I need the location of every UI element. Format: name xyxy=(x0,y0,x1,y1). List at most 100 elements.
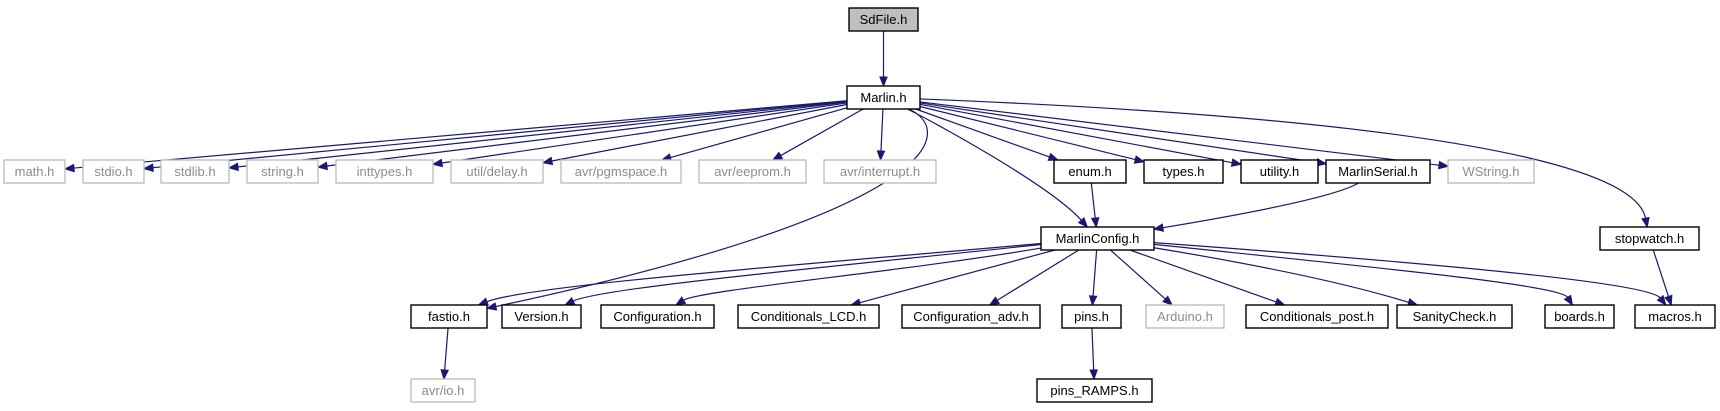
node-label: util/delay.h xyxy=(466,164,527,179)
edge-marlin-to-interrupt xyxy=(876,108,886,162)
edge-line xyxy=(996,249,1080,301)
node-label: pins.h xyxy=(1074,309,1109,324)
node-label: Marlin.h xyxy=(860,90,906,105)
edge-line xyxy=(444,327,449,371)
node-label: stdio.h xyxy=(94,164,132,179)
node-box xyxy=(600,304,715,329)
node-label: string.h xyxy=(261,164,304,179)
edge-pins-to-pins_ramps xyxy=(1089,327,1098,381)
edge-marlin-to-enum xyxy=(915,108,1060,161)
node-stopwatch[interactable]: stopwatch.h xyxy=(1599,226,1700,251)
arrowhead-icon xyxy=(1133,155,1146,164)
node-cond_lcd[interactable]: Conditionals_LCD.h xyxy=(737,304,880,329)
arrowhead-icon xyxy=(1656,294,1667,307)
edge-marlin-to-string xyxy=(316,101,848,171)
node-box xyxy=(1599,226,1700,251)
edge-line xyxy=(495,108,929,308)
node-box xyxy=(737,304,880,329)
node-configuration[interactable]: Configuration.h xyxy=(600,304,715,329)
edge-marlinconfig-to-version xyxy=(563,243,1042,306)
node-sdfile[interactable]: SdFile.h xyxy=(848,7,919,32)
edge-fastio-to-avrio xyxy=(440,327,450,381)
edge-marlinconfig-to-arduino xyxy=(1110,249,1174,306)
node-box xyxy=(823,159,937,184)
node-string: string.h xyxy=(246,159,319,184)
node-box xyxy=(1040,226,1155,251)
node-label: enum.h xyxy=(1068,164,1111,179)
arrowhead-icon xyxy=(1047,152,1060,161)
node-label: avr/pgmspace.h xyxy=(575,164,668,179)
node-label: Configuration.h xyxy=(613,309,701,324)
node-version[interactable]: Version.h xyxy=(501,304,582,329)
node-label: stopwatch.h xyxy=(1615,231,1684,246)
edge-line xyxy=(73,100,848,169)
edge-line xyxy=(1110,249,1166,300)
arrowhead-icon xyxy=(1090,217,1100,229)
edge-line xyxy=(919,102,1318,163)
node-label: boards.h xyxy=(1554,309,1605,324)
node-box xyxy=(335,159,434,184)
node-cond_post[interactable]: Conditionals_post.h xyxy=(1245,304,1389,329)
arrowhead-icon xyxy=(477,297,489,306)
edge-marlinconfig-to-boards xyxy=(1153,243,1574,307)
node-box xyxy=(1325,159,1431,184)
node-label: inttypes.h xyxy=(357,164,413,179)
node-marlinconfig[interactable]: MarlinConfig.h xyxy=(1040,226,1155,251)
edge-marlinserial-to-marlinconfig xyxy=(1152,182,1359,232)
arrowhead-icon xyxy=(63,163,75,173)
node-label: Arduino.h xyxy=(1157,309,1213,324)
arrowhead-icon xyxy=(1563,294,1574,307)
node-label: MarlinSerial.h xyxy=(1338,164,1417,179)
edge-line xyxy=(1153,242,1661,299)
node-marlin[interactable]: Marlin.h xyxy=(846,85,921,110)
edge-marlinconfig-to-config_adv xyxy=(988,249,1080,306)
edge-marlin-to-types xyxy=(919,105,1146,164)
edge-stopwatch-to-macros xyxy=(1652,249,1673,307)
node-macros[interactable]: macros.h xyxy=(1634,304,1716,329)
node-box xyxy=(82,159,145,184)
edge-line xyxy=(441,102,848,164)
node-box xyxy=(901,304,1041,329)
edge-sdfile-to-marlin xyxy=(879,31,888,88)
node-label: pins_RAMPS.h xyxy=(1050,383,1138,398)
node-pins[interactable]: pins.h xyxy=(1061,304,1122,329)
node-eeprom: avr/eeprom.h xyxy=(698,159,807,184)
node-box xyxy=(1396,304,1513,329)
arrowhead-icon xyxy=(1664,294,1673,307)
edge-marlinconfig-to-pins xyxy=(1088,249,1098,307)
node-utility[interactable]: utility.h xyxy=(1240,159,1319,184)
node-label: WString.h xyxy=(1462,164,1519,179)
arrowhead-icon xyxy=(988,296,1001,306)
node-boards[interactable]: boards.h xyxy=(1544,304,1615,329)
edge-marlinconfig-to-configuration xyxy=(674,247,1042,306)
edge-marlin-to-stdlib xyxy=(227,100,848,172)
edge-line xyxy=(780,108,864,157)
node-fastio[interactable]: fastio.h xyxy=(410,304,488,329)
node-pins_ramps[interactable]: pins_RAMPS.h xyxy=(1036,378,1153,403)
node-label: SanityCheck.h xyxy=(1413,309,1497,324)
node-box xyxy=(698,159,807,184)
node-box xyxy=(1061,304,1122,329)
arrowhead-icon xyxy=(1438,160,1450,170)
node-marlinserial[interactable]: MarlinSerial.h xyxy=(1325,159,1431,184)
node-label: Conditionals_post.h xyxy=(1260,309,1374,324)
node-label: fastio.h xyxy=(428,309,470,324)
node-box xyxy=(1145,304,1225,329)
edge-line xyxy=(919,101,1440,166)
arrowhead-icon xyxy=(879,76,888,88)
arrowhead-icon xyxy=(142,163,154,172)
edge-line xyxy=(1162,182,1359,229)
node-sanity[interactable]: SanityCheck.h xyxy=(1396,304,1513,329)
node-types[interactable]: types.h xyxy=(1143,159,1224,184)
node-enum[interactable]: enum.h xyxy=(1053,159,1127,184)
node-label: Version.h xyxy=(514,309,568,324)
node-config_adv[interactable]: Configuration_adv.h xyxy=(901,304,1041,329)
node-interrupt: avr/interrupt.h xyxy=(823,159,937,184)
node-box xyxy=(848,7,919,32)
arrowhead-icon xyxy=(563,296,576,306)
arrowhead-icon xyxy=(1230,158,1243,167)
node-box xyxy=(1544,304,1615,329)
node-label: utility.h xyxy=(1260,164,1300,179)
edge-line xyxy=(486,242,1042,303)
